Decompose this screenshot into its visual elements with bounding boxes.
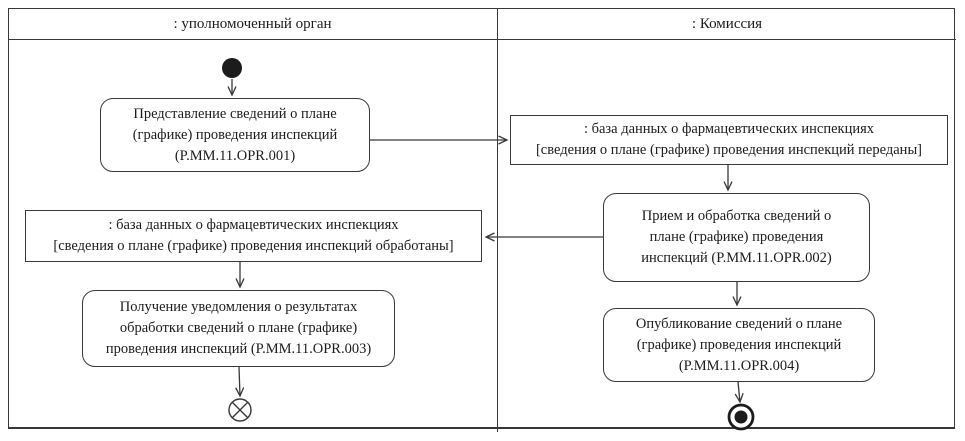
lane-header-authorized-body: : уполномоченный орган [173,15,332,32]
activity-node-opr004: Опубликование сведений о плане(графике) … [603,308,875,382]
lane-divider [497,8,498,432]
object-node-db-processed: : база данных о фармацевтических инспекц… [25,210,482,262]
lane-header-commission: : Комиссия [691,15,763,32]
activity-node-opr001: Представление сведений о плане(графике) … [100,98,370,172]
object-node-db-transferred: : база данных о фармацевтических инспекц… [510,115,948,165]
lane-header-separator [8,39,956,40]
diagram-frame [8,8,955,429]
